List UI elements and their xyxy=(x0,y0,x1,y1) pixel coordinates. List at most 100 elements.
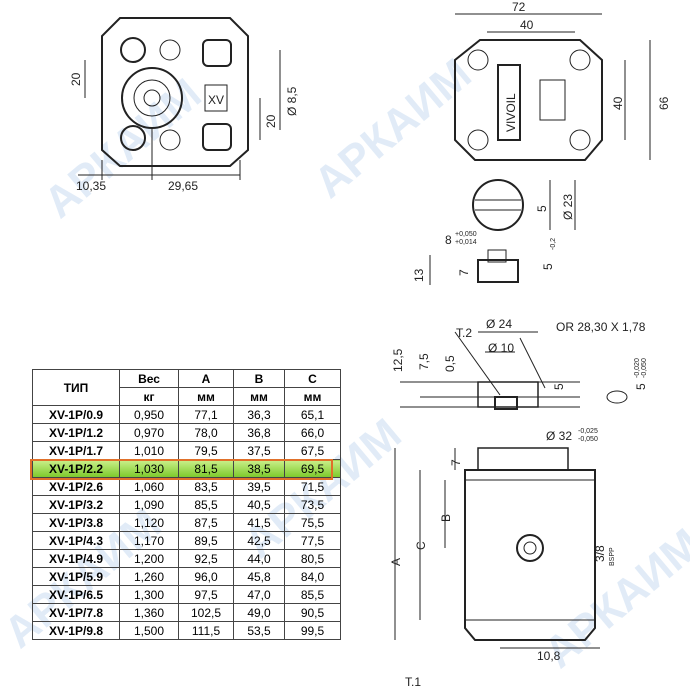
dim-13: 13 xyxy=(412,268,426,282)
table-cell-b: 37,5 xyxy=(233,441,285,460)
table-cell-type: XV-1P/1.7 xyxy=(32,441,120,460)
dim-20-left: 20 xyxy=(69,72,83,86)
table-cell-weight: 1,360 xyxy=(119,603,179,622)
key-width: 8 xyxy=(445,233,452,247)
table-cell-weight: 1,200 xyxy=(119,549,179,568)
table-cell-weight: 1,260 xyxy=(119,567,179,586)
t2-label: T.2 xyxy=(456,326,472,340)
dim-a: A xyxy=(389,558,403,566)
table-cell-b: 45,8 xyxy=(233,567,285,586)
dim-5-tol: -0,2 xyxy=(550,238,557,250)
dim-b: B xyxy=(439,514,453,522)
table-cell-c: 65,1 xyxy=(284,405,341,424)
dim-10-8: 10,8 xyxy=(537,649,561,663)
table-cell-c: 73,5 xyxy=(284,495,341,514)
table-cell-type: XV-1P/4.9 xyxy=(32,549,120,568)
table-cell-type: XV-1P/1.2 xyxy=(32,423,120,442)
table-cell-b: 44,0 xyxy=(233,549,285,568)
dim-d32: Ø 32 xyxy=(546,429,572,443)
dim-d23: Ø 23 xyxy=(561,194,575,220)
header-b: B xyxy=(233,369,285,388)
table-cell-b: 49,0 xyxy=(233,603,285,622)
dim-5-flange: 5 xyxy=(552,383,566,390)
table-cell-b: 36,8 xyxy=(233,423,285,442)
flange-section xyxy=(400,331,628,410)
dim-5-key: 5 xyxy=(541,263,555,270)
table-cell-weight: 1,090 xyxy=(119,495,179,514)
table-cell-b: 47,0 xyxy=(233,585,285,604)
unit-b: мм xyxy=(233,387,285,406)
table-cell-a: 77,1 xyxy=(178,405,234,424)
table-cell-c: 75,5 xyxy=(284,513,341,532)
table-cell-b: 39,5 xyxy=(233,477,285,496)
key-tol-upper: +0,050 xyxy=(455,231,477,238)
table-cell-weight: 1,500 xyxy=(119,621,179,640)
brand-label: VIVOIL xyxy=(504,93,518,132)
table-cell-weight: 1,030 xyxy=(119,459,179,478)
table-cell-weight: 0,970 xyxy=(119,423,179,442)
table-cell-b: 41,5 xyxy=(233,513,285,532)
key-tol-lower-flange: -0,050 xyxy=(641,358,648,378)
t1-label: T.1 xyxy=(405,675,421,689)
port-thread: BSPP xyxy=(609,547,616,566)
table-cell-b: 36,3 xyxy=(233,405,285,424)
unit-a: мм xyxy=(178,387,234,406)
table-cell-c: 66,0 xyxy=(284,423,341,442)
table-cell-b: 42,5 xyxy=(233,531,285,550)
table-cell-a: 102,5 xyxy=(178,603,234,622)
dim-40-top: 40 xyxy=(520,18,534,32)
table-cell-weight: 1,170 xyxy=(119,531,179,550)
dim-66: 66 xyxy=(657,96,671,110)
table-cell-type: XV-1P/7.8 xyxy=(32,603,120,622)
dim-5-key-flange: 5 xyxy=(634,383,648,390)
d32-tol-lower: -0,050 xyxy=(578,436,598,443)
table-cell-c: 71,5 xyxy=(284,477,341,496)
table-cell-a: 89,5 xyxy=(178,531,234,550)
header-a: A xyxy=(178,369,234,388)
dim-7-body: 7 xyxy=(449,459,463,466)
dim-d8-5: Ø 8,5 xyxy=(285,86,299,116)
table-cell-type: XV-1P/4.3 xyxy=(32,531,120,550)
table-cell-c: 67,5 xyxy=(284,441,341,460)
table-cell-a: 97,5 xyxy=(178,585,234,604)
table-cell-type: XV-1P/5.9 xyxy=(32,567,120,586)
table-cell-weight: 0,950 xyxy=(119,405,179,424)
dim-20-right: 20 xyxy=(264,114,278,128)
dim-10-35: 10,35 xyxy=(76,179,106,193)
unit-weight: кг xyxy=(119,387,179,406)
table-cell-weight: 1,010 xyxy=(119,441,179,460)
table-cell-a: 85,5 xyxy=(178,495,234,514)
side-view xyxy=(429,13,651,285)
table-cell-c: 99,5 xyxy=(284,621,341,640)
dim-7: 7 xyxy=(457,269,471,276)
dim-d10: Ø 10 xyxy=(488,341,514,355)
table-cell-c: 85,5 xyxy=(284,585,341,604)
header-c: C xyxy=(284,369,341,388)
table-cell-weight: 1,060 xyxy=(119,477,179,496)
header-type: ТИП xyxy=(32,369,120,406)
dim-c: C xyxy=(414,541,428,550)
table-cell-weight: 1,300 xyxy=(119,585,179,604)
table-cell-a: 111,5 xyxy=(178,621,234,640)
table-cell-a: 78,0 xyxy=(178,423,234,442)
dim-29-65: 29,65 xyxy=(168,179,198,193)
table-cell-a: 83,5 xyxy=(178,477,234,496)
body-view xyxy=(394,447,600,649)
table-cell-b: 53,5 xyxy=(233,621,285,640)
port-size: 3/8 xyxy=(593,545,607,562)
table-cell-c: 80,5 xyxy=(284,549,341,568)
table-cell-c: 77,5 xyxy=(284,531,341,550)
table-cell-c: 90,5 xyxy=(284,603,341,622)
dim-40-side: 40 xyxy=(611,96,625,110)
